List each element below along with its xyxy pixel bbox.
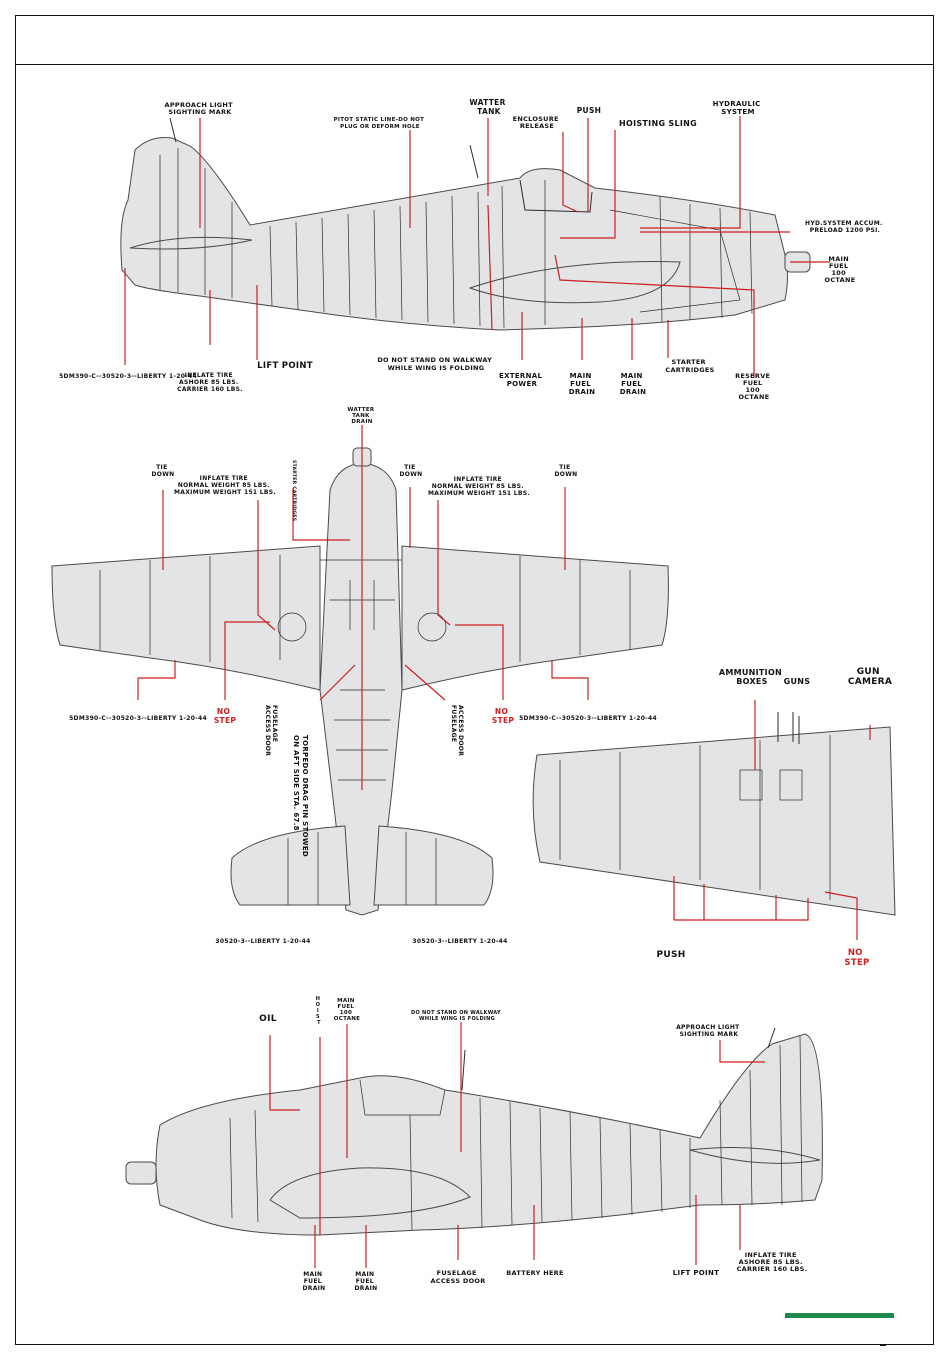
- side-view-left-profile: [125, 1027, 823, 1236]
- label-push: PUSH: [577, 106, 601, 115]
- wing-detail-leaders: [673, 700, 871, 940]
- header-band: [15, 15, 934, 65]
- sheet-frame: [15, 15, 934, 1345]
- label-main-fuel-drain-left-2: MAIN FUEL DRAIN: [355, 1271, 378, 1292]
- label-tie-down-left: TIE DOWN: [152, 464, 175, 478]
- page-tick: [880, 1344, 886, 1346]
- accent-bar: [785, 1313, 894, 1318]
- label-battery: BATTERY HERE: [506, 1269, 563, 1277]
- label-fuselage-access-left: FUSELAGE ACCESS DOOR: [264, 705, 278, 756]
- label-hydraulic-system: HYDRAULIC SYSTEM: [713, 100, 764, 116]
- wing-detail-panel: [532, 712, 896, 916]
- label-walkway-left: DO NOT STAND ON WALKWAY WHILE WING IS FO…: [411, 1010, 503, 1022]
- label-torpedo: TORPEDO DRAG PIN STOWED ON AFT SIDE STA.…: [292, 735, 309, 860]
- label-tie-down-right: TIE DOWN: [555, 464, 578, 478]
- label-starter-cartridges: STARTER CARTRIDGES: [665, 358, 714, 374]
- label-hoist: H O I S T: [316, 996, 323, 1026]
- label-main-fuel-drain-1: MAIN FUEL DRAIN: [569, 372, 596, 396]
- label-watter-tank-drain: WATTER TANK DRAIN: [347, 407, 376, 425]
- top-view-leaders: [137, 425, 589, 790]
- label-lift-point: LIFT POINT: [257, 361, 313, 371]
- label-no-step-right: NO STEP: [492, 707, 515, 725]
- label-watter-tank: WATTER TANK: [469, 98, 508, 116]
- label-main-fuel-octane: MAIN FUEL 100 OCTANE: [825, 255, 856, 284]
- label-wing-push: PUSH: [656, 950, 685, 960]
- label-tail-serial-right: 30520-3--LIBERTY 1-20-44: [412, 938, 507, 945]
- label-enclosure-release: ENCLOSURE RELEASE: [513, 115, 562, 130]
- label-starter-cartridges-top: STARTER CARTRIDGES: [291, 460, 297, 521]
- side-view-right-profile: [120, 117, 820, 331]
- label-gun-camera: GUN CAMERA: [848, 667, 892, 687]
- label-fuselage-access-right: FUSELAGE ACCESS DOOR: [450, 705, 464, 756]
- label-approach-light-left: APPROACH LIGHT SIGHTING MARK: [676, 1024, 742, 1038]
- label-walkway: DO NOT STAND ON WALKWAY WHILE WING IS FO…: [377, 356, 494, 372]
- label-fuselage-access-left-side: FUSELAGE ACCESS DOOR: [430, 1269, 485, 1285]
- label-serial-top-right: 5DM390-C--30520-3--LIBERTY 1-20-44: [519, 715, 657, 722]
- side-view-left-leaders: [269, 1022, 765, 1268]
- label-hyd-accum: HYD.SYSTEM ACCUM. PRELOAD 1200 PSI.: [805, 220, 885, 234]
- label-pitot-static: PITOT STATIC LINE-DO NOT PLUG OR DEFORM …: [334, 117, 427, 130]
- label-inflate-left: INFLATE TIRE NORMAL WEIGHT 85 LBS. MAXIM…: [174, 475, 276, 496]
- top-view-planform: [51, 447, 669, 916]
- label-reserve-fuel: RESERVE FUEL 100 OCTANE: [735, 372, 773, 401]
- label-main-fuel-drain-left-1: MAIN FUEL DRAIN: [303, 1271, 326, 1292]
- label-wing-no-step: NO STEP: [844, 948, 869, 968]
- label-no-step-left: NO STEP: [214, 707, 237, 725]
- label-hoisting-sling: HOISTING SLING: [619, 119, 697, 128]
- label-inflate-tire-left: INFLATE TIRE ASHORE 85 LBS. CARRIER 160 …: [737, 1251, 808, 1273]
- label-external-power: EXTERNAL POWER: [499, 372, 545, 388]
- label-lift-point-left: LIFT POINT: [673, 1269, 719, 1277]
- label-tail-serial-left: 30520-3--LIBERTY 1-20-44: [215, 938, 310, 945]
- label-oil: OIL: [259, 1014, 277, 1024]
- label-ammunition-boxes: AMMUNITION BOXES: [719, 668, 785, 686]
- label-tie-down-center: TIE DOWN: [400, 464, 423, 478]
- label-approach-light: APPROACH LIGHT SIGHTING MARK: [165, 101, 236, 116]
- label-serial-side: 5DM390-C--30520-3--LIBERTY 1-20-44: [59, 373, 197, 380]
- label-inflate-tire: INFLATE TIRE ASHORE 85 LBS. CARRIER 160 …: [177, 372, 243, 393]
- label-guns: GUNS: [784, 677, 811, 686]
- side-view-right-leaders: [124, 116, 830, 378]
- label-main-fuel-octane-left: MAIN FUEL 100 OCTANE: [334, 998, 360, 1022]
- label-inflate-right: INFLATE TIRE NORMAL WEIGHT 85 LBS. MAXIM…: [428, 476, 530, 497]
- label-main-fuel-drain-2: MAIN FUEL DRAIN: [620, 372, 647, 396]
- label-serial-top-left: 5DM390-C--30520-3--LIBERTY 1-20-44: [69, 715, 207, 722]
